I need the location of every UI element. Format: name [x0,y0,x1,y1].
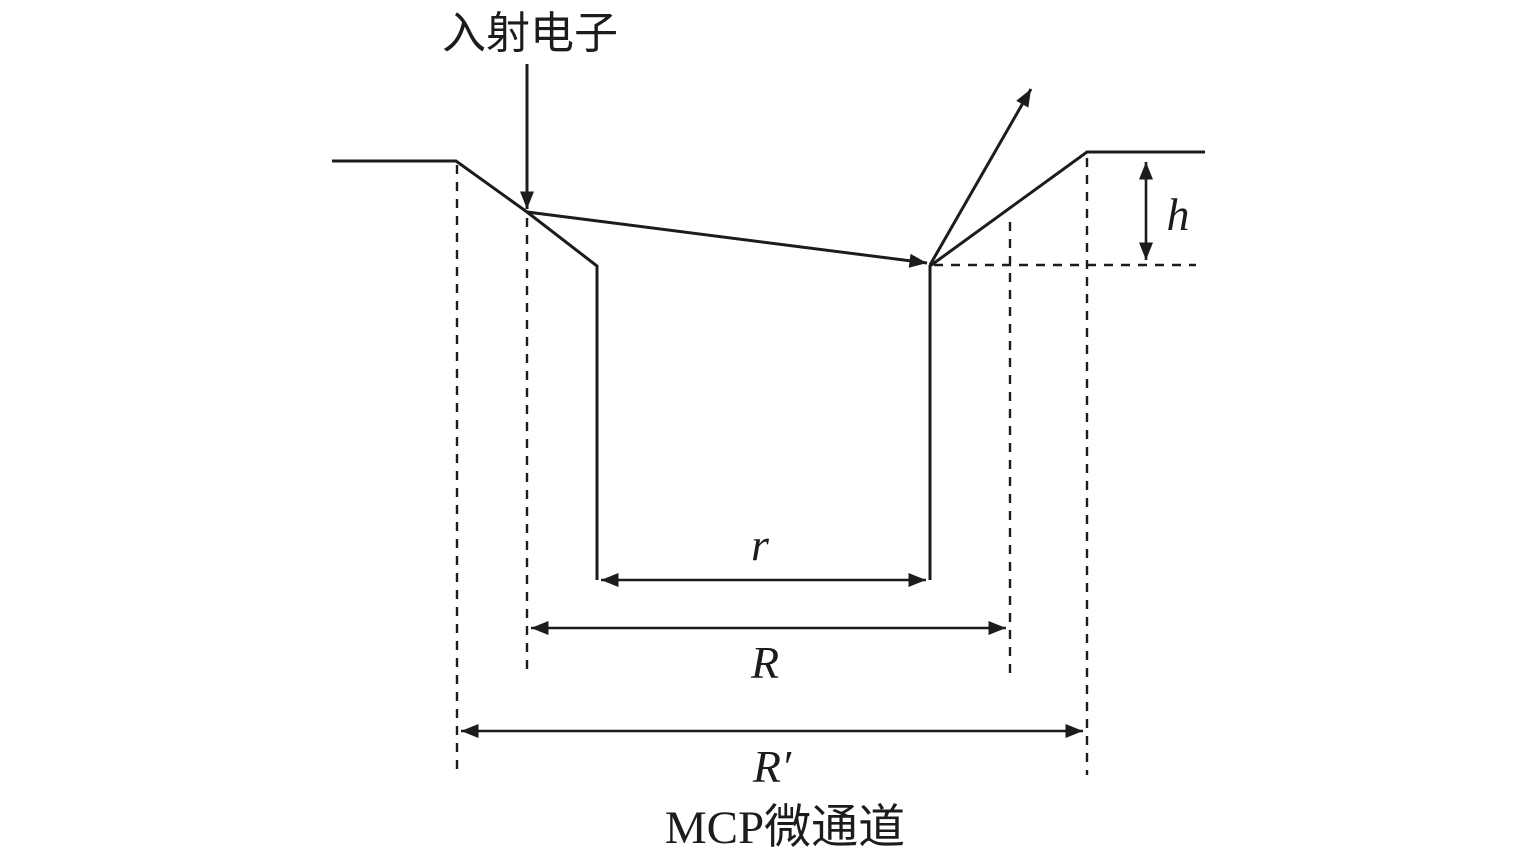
emitted-electron-arrow [928,88,1033,266]
dimension-h-label: h [1167,189,1190,240]
channel-left-wall [332,159,599,580]
channel-right-wall [928,150,1205,580]
dimension-R-label: R [750,637,779,688]
diagram-caption: MCP微通道 [665,802,905,854]
dimension-r-label: r [751,519,770,570]
electron-path-arrow [526,210,928,268]
dimension-R-prime-label: R′ [752,741,792,792]
incident-electron-label: 入射电子 [442,9,618,58]
